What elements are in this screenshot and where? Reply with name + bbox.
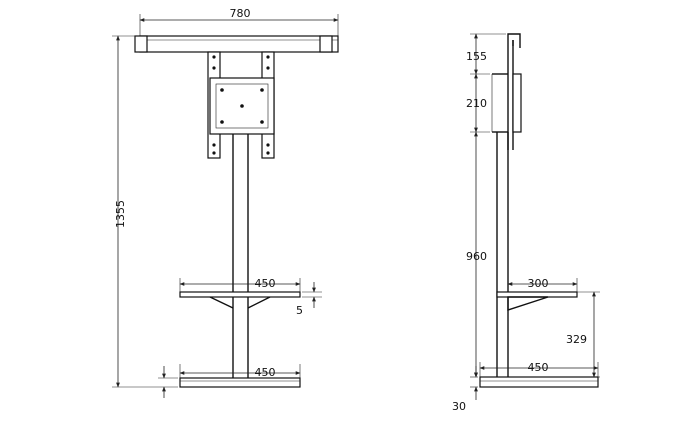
- front-column: [232, 134, 249, 378]
- dim-shelf-thickness: 5: [296, 282, 322, 317]
- top-crossbar: [134, 35, 339, 53]
- side-view: 155 210 960 30 300: [452, 33, 600, 413]
- dim-column-height: 960: [466, 131, 487, 378]
- dim-front-base-ticks: [158, 366, 178, 398]
- side-base: [479, 376, 599, 388]
- front-shelf: [179, 291, 301, 309]
- label-bracket-height: 210: [466, 97, 487, 110]
- side-top-hook: [507, 33, 521, 48]
- label-base-depth: 450: [528, 361, 549, 374]
- label-top-width: 780: [230, 7, 251, 20]
- dim-total-height: 1355: [112, 35, 178, 388]
- label-shelf-height: 329: [566, 333, 587, 346]
- left-hook-cap: [134, 35, 148, 53]
- label-shelf-width: 450: [255, 277, 276, 290]
- dim-base-width: 450: [179, 364, 301, 379]
- right-hook-cap: [319, 35, 333, 53]
- dim-shelf-height: 329: [566, 291, 600, 378]
- label-shelf-thickness: 5: [296, 304, 303, 317]
- dim-top-section: 155: [466, 33, 506, 75]
- dim-bracket-height: 210: [466, 73, 490, 133]
- label-column-height: 960: [466, 250, 487, 263]
- dim-shelf-depth: 300: [507, 277, 578, 292]
- dim-top-width: 780: [139, 7, 339, 36]
- label-total-height: 1355: [114, 200, 127, 228]
- label-base-thickness: 30: [452, 400, 466, 413]
- label-top-section: 155: [466, 50, 487, 63]
- dim-base-depth: 450: [479, 361, 599, 377]
- side-upright: [491, 40, 522, 150]
- front-view: 780: [112, 7, 339, 398]
- label-shelf-depth: 300: [528, 277, 549, 290]
- dim-shelf-width: 450: [179, 277, 301, 292]
- front-base: [179, 377, 301, 388]
- mounting-plate: [209, 77, 275, 135]
- side-column: [496, 132, 509, 377]
- label-base-width: 450: [255, 366, 276, 379]
- side-shelf: [496, 291, 578, 311]
- dim-base-thickness: 30: [452, 366, 478, 413]
